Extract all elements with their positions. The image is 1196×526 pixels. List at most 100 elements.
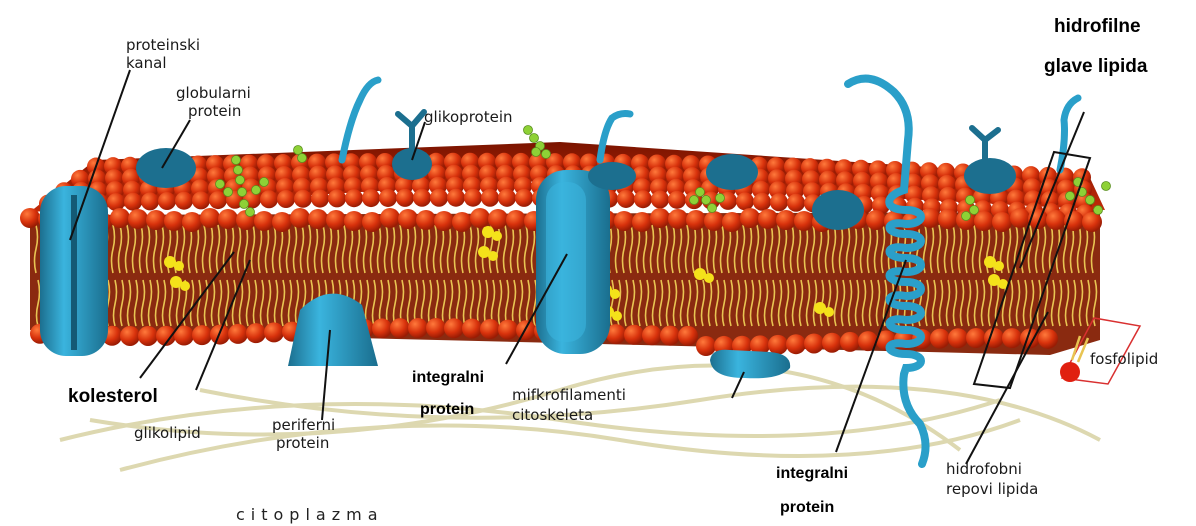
lipid-head [668,191,686,209]
lipid-head [488,209,508,229]
cholesterol [610,289,620,299]
lipid-head [308,209,328,229]
lipid-head [786,334,806,354]
lipid-head [516,320,536,340]
lipid-head [416,210,436,230]
lipid-head [804,333,824,353]
lipid-head [948,328,968,348]
lipid-head [344,211,364,231]
lipid-head [328,189,346,207]
lipid-head [624,325,644,345]
label-globularni-protein: globularni protein [176,84,256,120]
sugar-bead [542,150,551,159]
lipid-head [650,208,670,228]
label-fosfolipid: fosfolipid [1090,350,1158,368]
label-integralni-protein-bottom: integralni protein [776,465,852,516]
cholesterol [180,281,190,291]
lipid-head [264,322,284,342]
cholesterol [488,251,498,261]
lipid-head [408,318,428,338]
sugar-bead [232,156,241,165]
lipid-head [260,190,278,208]
cholesterol [174,261,184,271]
lipid-head [218,209,238,229]
sugar-bead [236,176,245,185]
cholesterol [994,261,1004,271]
sugar-bead [298,154,307,163]
lipid-head [974,211,994,231]
lipid-head [758,209,778,229]
lipid-head [120,326,140,346]
lipid-head [930,329,950,349]
sugar-bead [1066,192,1075,201]
sugar-bead [294,146,303,155]
lipid-head [678,326,698,346]
lipid-head [294,190,312,208]
lipid-head [794,211,814,231]
lipid-head [311,190,329,208]
lipid-head [822,333,842,353]
lipid-head [254,211,274,231]
lipid-head [480,319,500,339]
sugar-bead [1102,182,1111,191]
lipid-head [434,211,454,231]
lipid-head [128,209,148,229]
sugar-bead [966,196,975,205]
lipid-head [1002,328,1022,348]
lipid-head [660,326,680,346]
lipid-head [642,325,662,345]
sugar-bead [970,206,979,215]
lipid-head [740,208,760,228]
sugar-bead [962,212,971,221]
lipid-head [141,192,159,210]
lipid-head [444,318,464,338]
lipid-head [164,211,184,231]
lipid-head [228,324,248,344]
lipid-head [398,209,418,229]
sugar-bead [238,188,247,197]
sugar-bead [530,134,539,143]
lipid-head [651,191,669,209]
lipid-head [426,318,446,338]
sugar-bead [690,196,699,205]
lipid-head [634,190,652,208]
lipid-head [1038,329,1058,349]
cholesterol [612,311,622,321]
lipid-head [696,336,716,356]
lipid-head [124,193,142,211]
sugar-bead [260,178,269,187]
integral-protein-center [536,170,610,354]
sugar-bead [234,166,243,175]
label-proteinski-kanal: proteinski kanal [126,36,205,72]
lipid-head [1046,210,1066,230]
sugar-bead [532,148,541,157]
lipid-head [470,208,490,228]
sugar-bead [524,126,533,135]
lipid-head [498,189,516,207]
lipid-head [277,190,295,208]
lipid-head [1082,212,1102,232]
sugar-bead [702,196,711,205]
cholesterol [824,307,834,317]
lipid-head [632,212,652,232]
lipid-head [200,208,220,228]
lipid-head [447,189,465,207]
lipid-head [413,189,431,207]
lipid-head [380,208,400,228]
lipid-head [966,328,986,348]
lipid-head [192,325,212,345]
lipid-head [246,323,266,343]
lipid-head [776,210,796,230]
label-hidrofilne-glave-lipida: hidrofilne glave lipida [1044,16,1148,77]
protein-channel [40,186,108,356]
lipid-head [110,208,130,228]
lipid-head [858,331,878,351]
lipid-head [481,189,499,207]
lipid-head [290,208,310,228]
lipid-head [787,194,805,212]
lipid-head [372,318,392,338]
label-kolesterol: kolesterol [68,386,158,407]
lipid-head [430,189,448,207]
lipid-head [1064,211,1084,231]
sugar-bead [716,194,725,203]
